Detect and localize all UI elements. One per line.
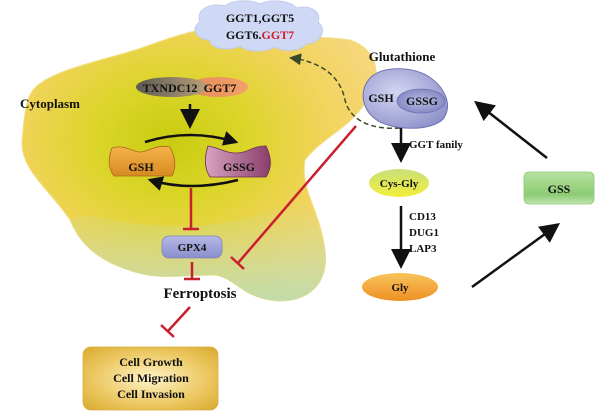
- cloud-line-2: GGT6.GGT7: [226, 28, 294, 42]
- cloud-ggt7-highlight: GGT7: [262, 28, 295, 42]
- gpx4-node: GPX4: [161, 235, 223, 259]
- ggt7-label: GGT7: [204, 81, 237, 95]
- gss-label: GSS: [548, 182, 571, 196]
- enzyme-dug1: DUG1: [409, 227, 439, 239]
- ggt-isoform-cloud: GGT1,GGT5 GGT6.GGT7: [194, 0, 323, 52]
- glutathione-to-ggt-dashed-arrow: [289, 53, 401, 129]
- cytoplasm-label: Cytoplasm: [20, 96, 80, 111]
- cloud-line-2-prefix: GGT6.: [226, 28, 262, 42]
- cysgly-ellipse: [369, 169, 429, 197]
- gss-node: GSS: [523, 171, 595, 205]
- cysgly-node: Cys-Gly: [369, 169, 429, 197]
- glutathione-inhibits-ferroptosis: [230, 125, 357, 270]
- gsh-to-gssg-arrow: [144, 131, 239, 146]
- gsh-node: GSH: [108, 145, 176, 177]
- cloud-line-1: GGT1,GGT5: [226, 11, 294, 25]
- outcome-cell-invasion: Cell Invasion: [117, 387, 185, 401]
- glutathione-node: GSH GSSG: [362, 68, 448, 129]
- gss-to-glutathione-arrow: [474, 100, 548, 159]
- enzyme-cd13: CD13: [409, 211, 436, 223]
- gssg-label: GSSG: [223, 160, 255, 174]
- gly-ellipse: [362, 273, 438, 301]
- gssg-to-gsh-arrow: [147, 176, 239, 191]
- ferroptosis-label: Ferroptosis: [163, 286, 236, 302]
- txndc12-ellipse: [136, 77, 208, 97]
- gpx4-inhibits-ferroptosis: [184, 262, 200, 281]
- outcome-cell-growth: Cell Growth: [119, 355, 183, 369]
- outcome-cell-migration: Cell Migration: [113, 371, 189, 385]
- glutathione-gsh-label: GSH: [368, 91, 394, 105]
- gpx4-label: GPX4: [178, 242, 207, 254]
- txndc12-label: TXNDC12: [143, 81, 198, 95]
- gly-to-gss-arrow: [471, 223, 561, 289]
- enzyme-lap3: LAP3: [409, 243, 437, 255]
- gssg-node: GSSG: [204, 145, 271, 178]
- cell-outcomes-box: Cell Growth Cell Migration Cell Invasion: [82, 346, 219, 411]
- gly-node: Gly: [362, 273, 438, 301]
- gsh-label: GSH: [128, 160, 154, 174]
- ggt-family-label: GGT fanily: [409, 139, 463, 151]
- cysgly-label: Cys-Gly: [380, 178, 419, 190]
- glutathione-gssg-label: GSSG: [406, 94, 438, 108]
- cycle-inhibits-gpx4: [183, 188, 199, 231]
- glutathione-title: Glutathione: [369, 49, 436, 64]
- glutathione-gssg-ellipse: [396, 88, 446, 114]
- gly-label: Gly: [391, 282, 409, 294]
- ferroptosis-inhibits-outcomes: [160, 306, 191, 338]
- txndc12-ggt7-complex: TXNDC12 GGT7: [136, 77, 248, 97]
